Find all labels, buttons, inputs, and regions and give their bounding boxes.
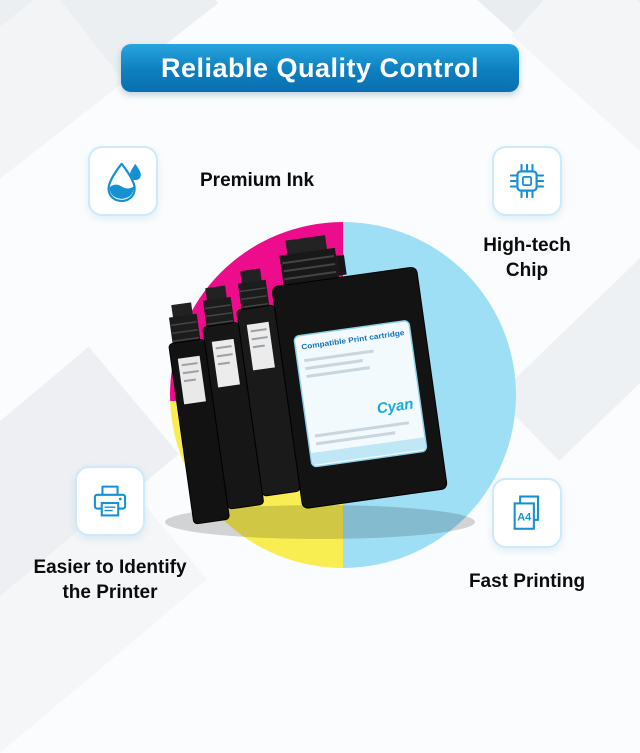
feature-fast-printing: A4 Fast Printing [452,478,602,595]
ink-drop-icon [88,146,158,216]
feature-label-fast-printing: Fast Printing [468,571,586,592]
cartridge-front: Compatible Print cartridge Cyan [271,235,448,509]
banner: Reliable Quality Control [121,44,519,92]
feature-identify-printer: Easier to Identify the Printer [18,466,202,605]
cartridge-back-1 [168,302,230,525]
feature-label-identify-printer: Easier to Identify the Printer [33,557,187,603]
cartridges-photo: Compatible Print cartridge Cyan [165,235,475,539]
feature-premium-ink: Premium Ink [88,146,314,216]
cartridge-color-name: Cyan [376,396,415,418]
cartridge-back-3 [236,268,301,497]
feature-label-high-tech-chip: High-tech Chip [483,235,571,281]
a4-icon-text: A4 [517,512,532,524]
banner-title: Reliable Quality Control [160,52,480,83]
cartridge-back-2 [202,285,264,510]
feature-label-premium-ink: Premium Ink [200,169,315,191]
cartridge-group: Compatible Print cartridge Cyan [168,235,448,525]
feature-high-tech-chip: High-tech Chip [462,146,592,283]
printer-icon [75,466,145,536]
cartridge-shadow [165,505,475,539]
a4-document-icon: A4 [492,478,562,548]
chip-icon [492,146,562,216]
